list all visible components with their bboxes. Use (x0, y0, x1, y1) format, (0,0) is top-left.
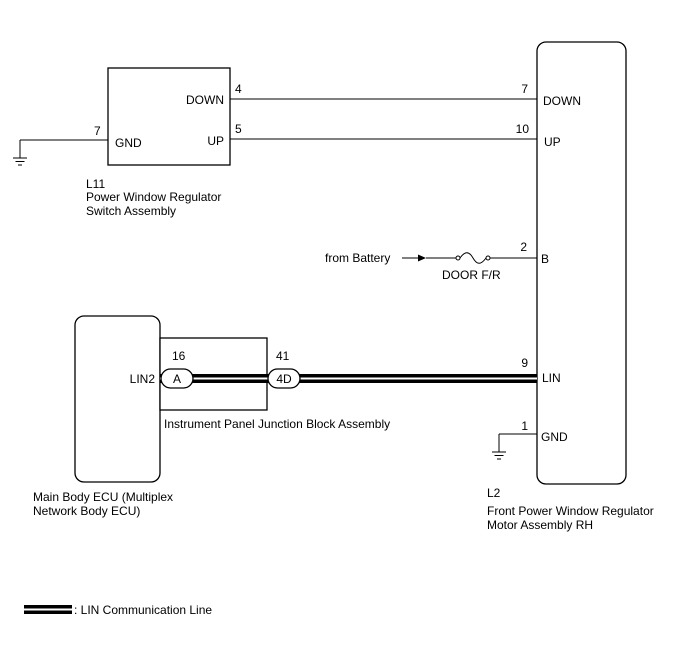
battery-feed-wire (402, 254, 456, 262)
fuse-icon (455, 252, 491, 264)
connector-a-number: 16 (172, 349, 186, 363)
motor-pin-up-label: UP (544, 135, 561, 149)
motor-pin-up-number: 10 (516, 122, 530, 136)
legend-text: : LIN Communication Line (74, 603, 212, 617)
switch-connector-code: L11 (86, 177, 105, 191)
legend-line-sample (24, 605, 72, 614)
from-battery-label: from Battery (325, 251, 390, 265)
motor-name-line1: Front Power Window Regulator (487, 504, 654, 518)
connector-a: A (160, 368, 194, 389)
junction-block-label: Instrument Panel Junction Block Assembly (164, 417, 390, 431)
switch-name-line2: Switch Assembly (86, 204, 176, 218)
motor-pin-down-number: 7 (521, 82, 528, 96)
motor-assembly-box (536, 41, 627, 485)
ecu-pin-lin2-label: LIN2 (130, 372, 156, 386)
ecu-name-line2: Network Body ECU) (33, 504, 140, 518)
ecu-box (74, 315, 161, 483)
ecu-name-line1: Main Body ECU (Multiplex (33, 490, 173, 504)
motor-connector-code: L2 (487, 486, 501, 500)
switch-pin-down-number: 4 (235, 82, 242, 96)
switch-pin-up-number: 5 (235, 122, 242, 136)
connector-a-label: A (173, 372, 181, 386)
switch-pin-up-label: UP (207, 134, 224, 148)
switch-ground-icon (13, 139, 108, 166)
connector-4d-label: 4D (276, 372, 292, 386)
lin-communication-line (160, 374, 537, 383)
motor-ground-icon (492, 433, 537, 460)
switch-assembly-box (107, 67, 231, 166)
fuse-label: DOOR F/R (442, 268, 501, 282)
motor-pin-lin-number: 9 (521, 356, 528, 370)
connector-4d-number: 41 (276, 349, 290, 363)
connector-4d: 4D (267, 368, 301, 389)
motor-pin-gnd-number: 1 (521, 419, 528, 433)
motor-pin-b-label: B (541, 252, 549, 266)
switch-pin-down-label: DOWN (186, 93, 224, 107)
motor-pin-gnd-label: GND (541, 430, 568, 444)
switch-name-line1: Power Window Regulator (86, 190, 221, 204)
switch-pin-gnd-label: GND (115, 136, 142, 150)
motor-name-line2: Motor Assembly RH (487, 518, 593, 532)
motor-pin-b-number: 2 (520, 240, 527, 254)
motor-pin-down-label: DOWN (543, 94, 581, 108)
switch-pin-gnd-number: 7 (94, 124, 101, 138)
motor-pin-lin-label: LIN (542, 371, 561, 385)
